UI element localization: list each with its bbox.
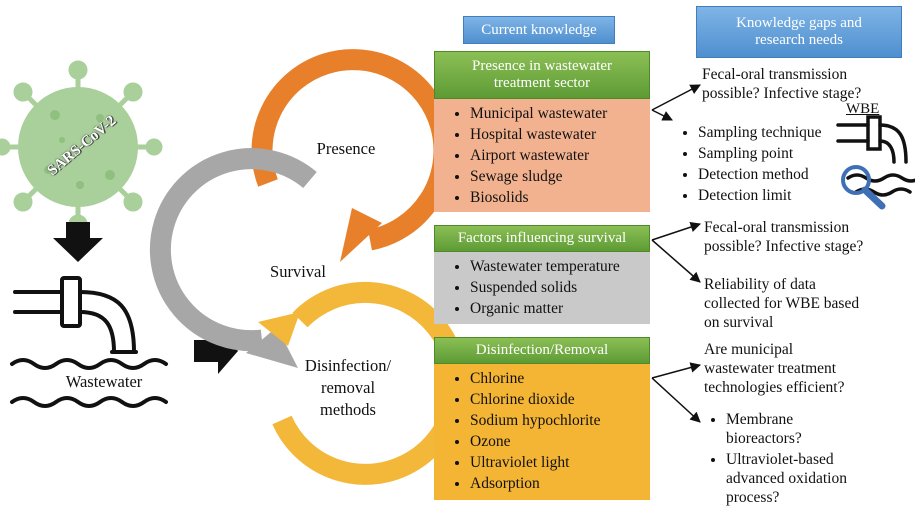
list-item: Sampling technique — [698, 122, 866, 143]
presence-section-title: Presence in wastewater treatment sector — [434, 51, 650, 99]
knowledge-gaps-header: Knowledge gaps and research needs — [696, 6, 902, 58]
list-item: Adsorption — [470, 473, 644, 494]
list-item: Sodium hypochlorite — [470, 410, 644, 431]
wbe-list: Sampling technique Sampling point Detect… — [674, 122, 866, 206]
cycle-label-presence: Presence — [316, 139, 376, 158]
cycle-label-disinfection: Disinfection/ removal methods — [304, 356, 392, 419]
presence-list: Municipal wastewater Hospital wastewater… — [434, 99, 650, 212]
list-item: Ozone — [470, 431, 644, 452]
survival-arc-head — [246, 327, 298, 368]
list-item: Ultraviolet light — [470, 452, 644, 473]
list-item: Detection method — [698, 164, 866, 185]
disinfection-gap-list: Membrane bioreactors? Ultraviolet-based … — [702, 410, 915, 507]
disinfection-arc-head — [258, 312, 300, 346]
wastewater-pipe-icon — [10, 276, 168, 408]
list-item: Membrane bioreactors? — [726, 410, 915, 448]
wbe-label: WBE — [846, 101, 880, 117]
disinfection-list: Chlorine Chlorine dioxide Sodium hypochl… — [434, 364, 650, 500]
list-item: Ultraviolet-based advanced oxidation pro… — [726, 450, 915, 507]
survival-section-title: Factors influencing survival — [434, 225, 650, 252]
list-item: Suspended solids — [470, 277, 644, 298]
current-knowledge-header: Current knowledge — [463, 16, 615, 44]
list-item: Biosolids — [470, 187, 644, 208]
survival-arc — [149, 148, 317, 352]
list-item: Organic matter — [470, 298, 644, 319]
survival-list: Wastewater temperature Suspended solids … — [434, 252, 650, 324]
survival-question: Fecal-oral transmission possible? Infect… — [704, 219, 864, 255]
list-item: Wastewater temperature — [470, 256, 644, 277]
presence-arc-head — [340, 208, 382, 262]
list-item: Chlorine dioxide — [470, 389, 644, 410]
list-item: Airport wastewater — [470, 145, 644, 166]
disinfection-question: Are municipal wastewater treatment techn… — [704, 341, 845, 396]
presence-question: Fecal-oral transmission possible? Infect… — [702, 66, 862, 102]
connector-arrows — [651, 84, 702, 423]
survival-reliability: Reliability of data collected for WBE ba… — [704, 276, 860, 331]
list-item: Detection limit — [698, 185, 866, 206]
disinfection-section-title: Disinfection/Removal — [434, 337, 650, 364]
list-item: Chlorine — [470, 368, 644, 389]
cycle-label-survival: Survival — [270, 262, 326, 281]
wbe-pipe-icon — [836, 115, 915, 197]
presence-arc — [251, 49, 455, 251]
list-item: Sewage sludge — [470, 166, 644, 187]
list-item: Sampling point — [698, 143, 866, 164]
magnifier-icon — [841, 165, 886, 210]
down-arrow-icon — [53, 222, 103, 262]
list-item: Municipal wastewater — [470, 103, 644, 124]
list-item: Hospital wastewater — [470, 124, 644, 145]
wastewater-label: Wastewater — [65, 372, 143, 391]
